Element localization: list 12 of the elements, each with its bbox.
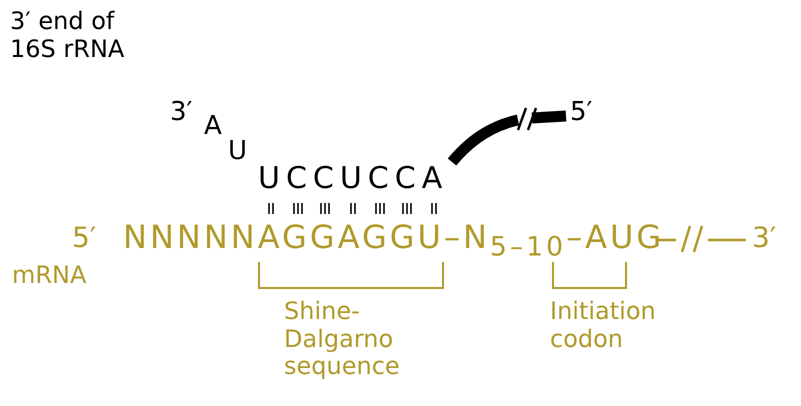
molecule-label: mRNA	[12, 262, 86, 290]
strand-end-label: 3′ end of 16S rRNA	[10, 8, 126, 64]
strand-end-label: 3′	[752, 222, 776, 254]
nucleotide-letter: U	[228, 137, 248, 167]
nucleotide-letter: A	[204, 112, 222, 142]
strand-end-label: 5′	[570, 98, 592, 128]
region-label: Initiation codon	[550, 298, 657, 354]
strand-end-label: 5′	[72, 222, 96, 254]
mrna-sequence: NNNNNAGGAGGU–N$_{5–10}$–AUG	[123, 219, 664, 264]
strand-end-label: 3′	[170, 98, 192, 128]
rrna-sequence: UCCUCCA	[258, 162, 448, 196]
region-label: Shine-Dalgarno sequence	[284, 298, 401, 381]
